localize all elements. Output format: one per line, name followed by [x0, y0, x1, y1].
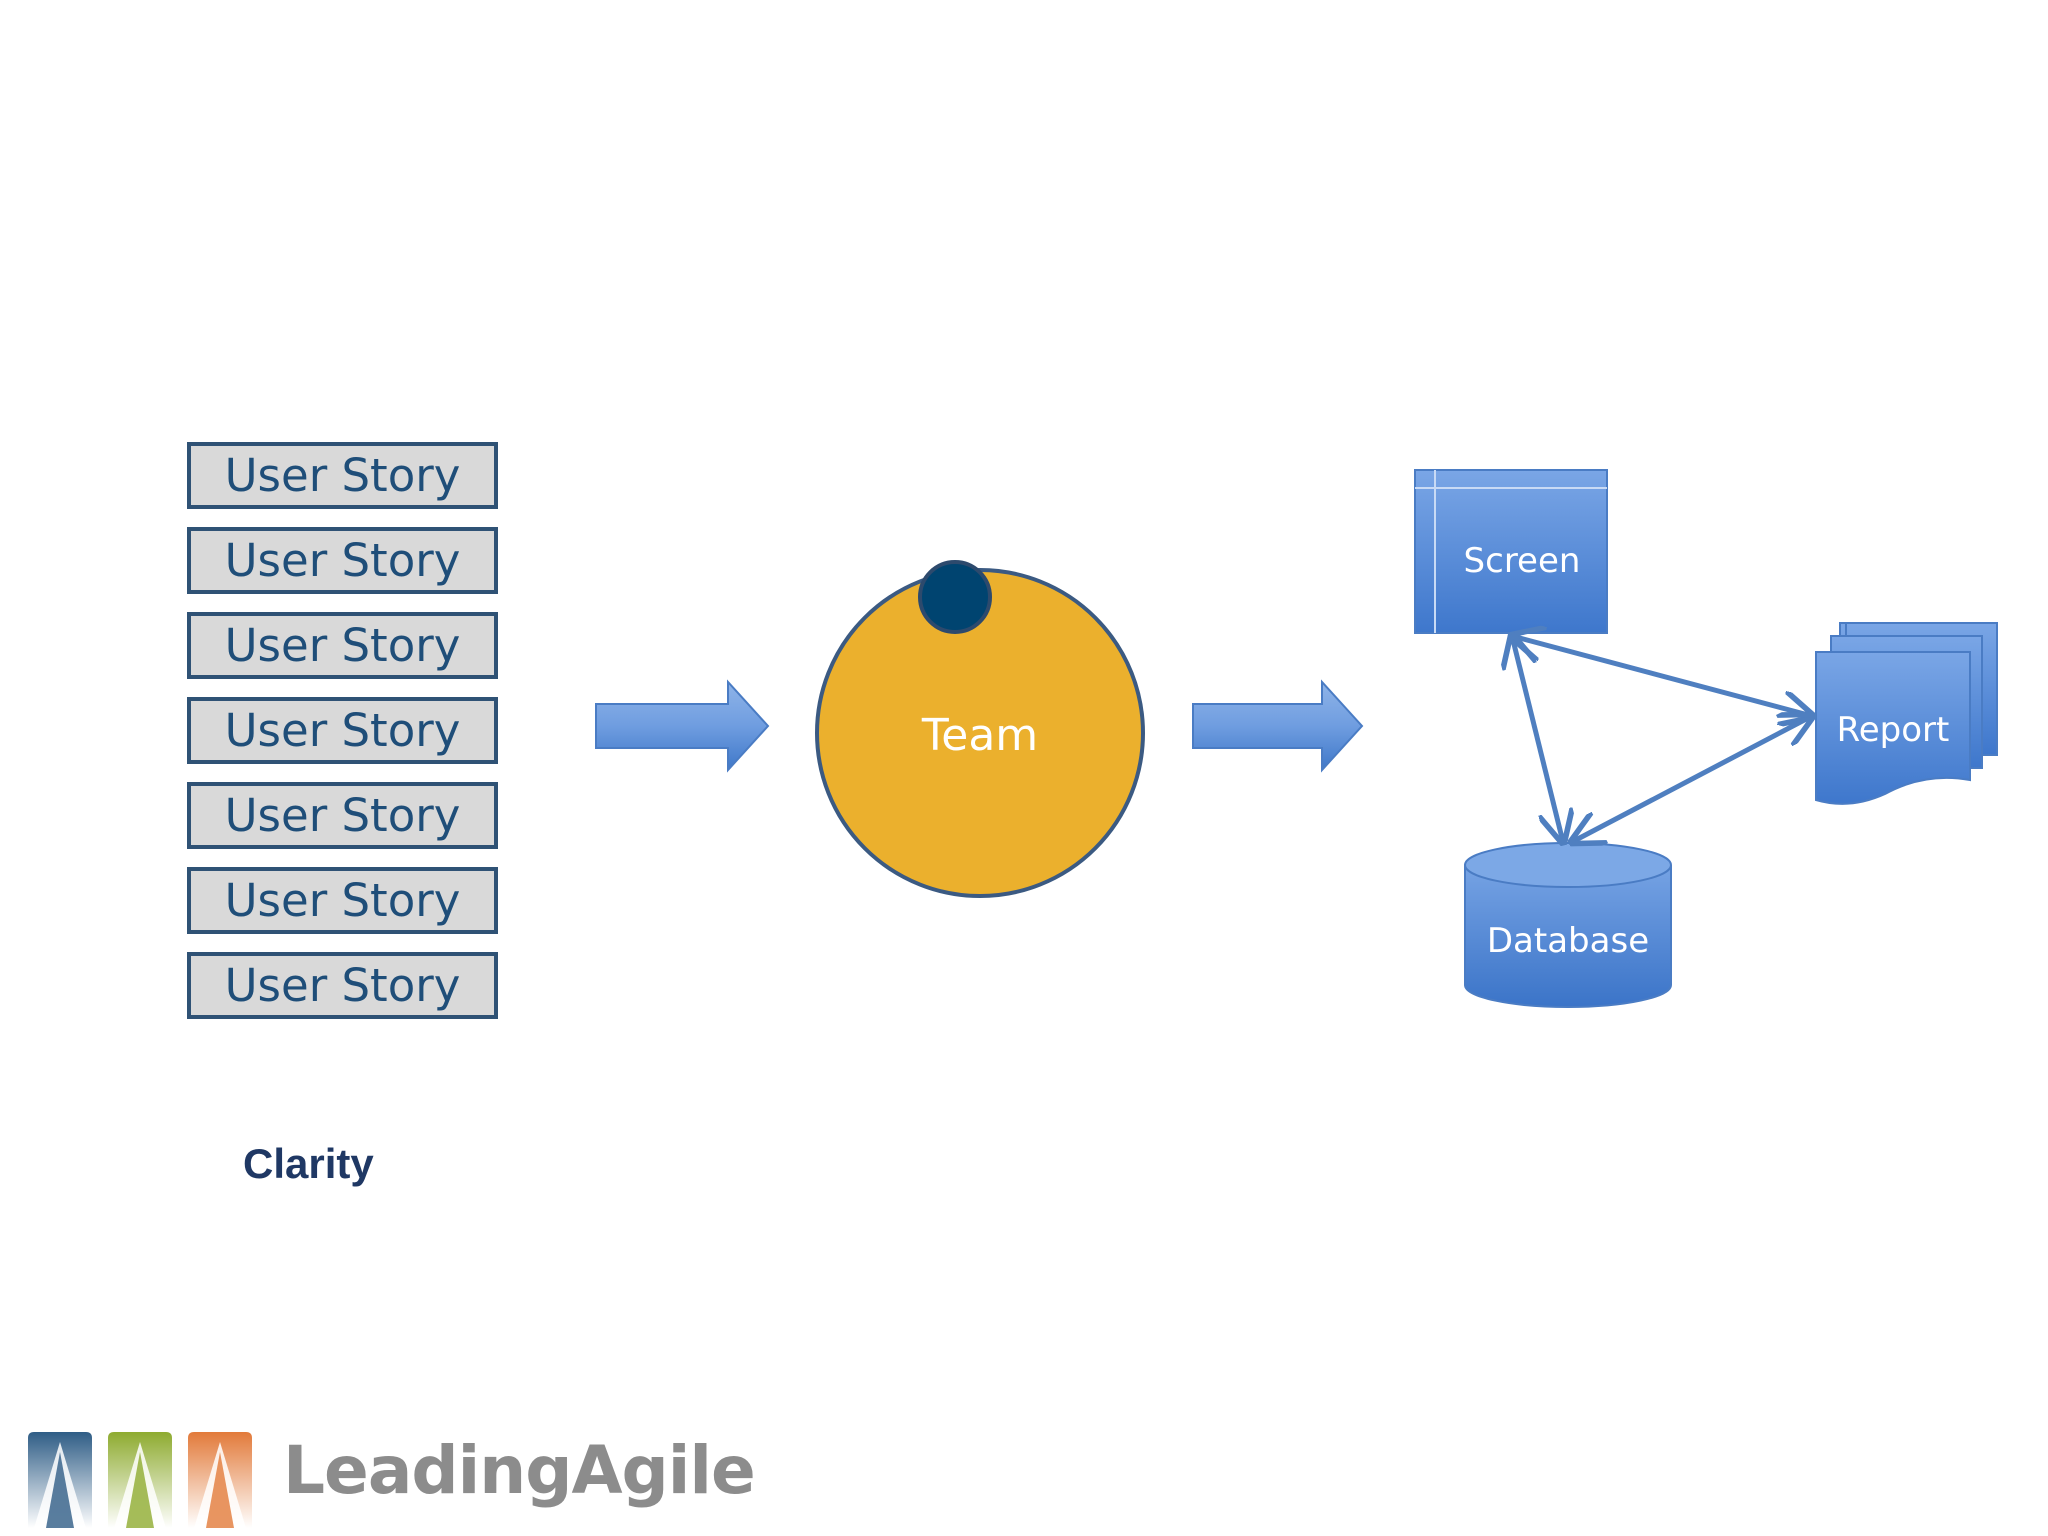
screen-shape: Screen	[1414, 469, 1608, 634]
user-story-stack: User Story User Story User Story User St…	[187, 442, 498, 1037]
connector-screen-report	[1512, 636, 1812, 716]
user-story-label: User Story	[224, 874, 461, 927]
user-story-card: User Story	[187, 782, 498, 849]
user-story-card: User Story	[187, 612, 498, 679]
team-label: Team	[921, 710, 1038, 761]
logo-mark-green-icon	[108, 1432, 172, 1528]
user-story-card: User Story	[187, 952, 498, 1019]
user-story-label: User Story	[224, 789, 461, 842]
team-marker-dot	[918, 560, 992, 634]
flow-arrow-to-system	[1192, 679, 1364, 773]
flow-arrow-to-team	[595, 679, 770, 773]
user-story-card: User Story	[187, 527, 498, 594]
user-story-card: User Story	[187, 697, 498, 764]
connector-database-report	[1572, 716, 1812, 842]
logo-mark-blue-icon	[28, 1432, 92, 1528]
user-story-label: User Story	[224, 704, 461, 757]
user-story-card: User Story	[187, 442, 498, 509]
logo-mark-orange-icon	[188, 1432, 252, 1528]
database-label: Database	[1487, 921, 1649, 961]
leadingagile-logo	[28, 1432, 252, 1528]
user-story-card: User Story	[187, 867, 498, 934]
report-label: Report	[1837, 710, 1950, 750]
screen-label: Screen	[1464, 541, 1581, 581]
user-story-label: User Story	[224, 619, 461, 672]
connector-screen-database	[1512, 636, 1563, 842]
user-story-label: User Story	[224, 959, 461, 1012]
logo-wordmark: LeadingAgile	[283, 1432, 756, 1509]
user-story-label: User Story	[224, 534, 461, 587]
database-shape: Database	[1464, 842, 1672, 1008]
user-story-label: User Story	[224, 449, 461, 502]
clarity-caption: Clarity	[243, 1140, 374, 1187]
report-shape: Report	[1815, 622, 1998, 805]
